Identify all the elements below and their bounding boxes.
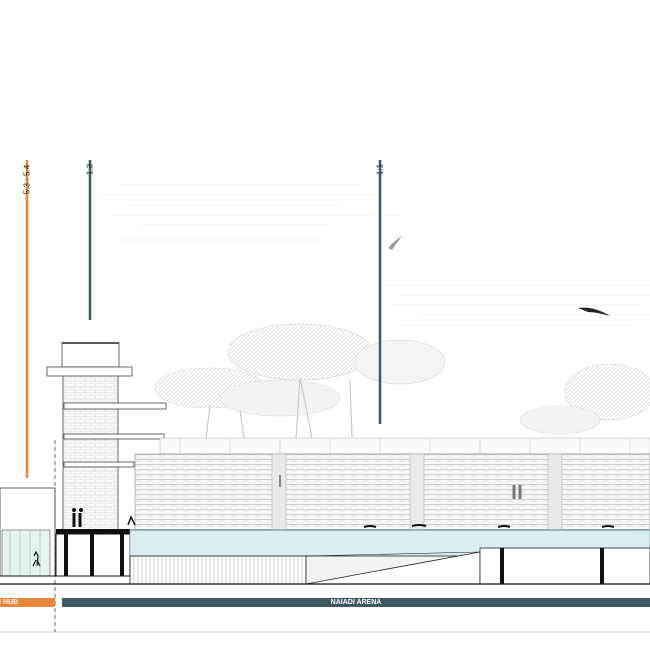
swimmer-icon <box>601 525 615 528</box>
zone-label-arena: NAIADI ARENA <box>330 599 382 606</box>
person-silhouette-icon <box>72 513 82 527</box>
section-marker-label-1-3: 1.3 <box>85 163 95 176</box>
swimmer-icon <box>497 525 511 528</box>
zone-band-hub: DI HUB <box>0 598 55 607</box>
seagull-icon <box>388 236 402 250</box>
grandstand-seating <box>134 453 650 531</box>
zone-label-hub: DI HUB <box>0 599 19 606</box>
section-marker-label-1-1: 1.1 <box>375 163 385 176</box>
section-marker-label-5-3-5-4: 5.3 - 5.4 <box>22 164 32 195</box>
background-sky-texture <box>100 184 650 326</box>
hub-building <box>0 487 56 577</box>
pool-substructure <box>0 547 650 585</box>
swimmer-icon <box>411 524 427 527</box>
arena-roof <box>159 437 650 455</box>
swimmer-icon <box>363 525 377 528</box>
background-trees <box>154 323 650 439</box>
bird-icon <box>578 307 610 316</box>
diving-tower <box>46 342 167 531</box>
person-silhouette-icon <box>127 515 136 526</box>
zone-band-arena: NAIADI ARENA <box>62 598 650 607</box>
spectator-silhouette-icon <box>512 485 522 499</box>
pool-deck <box>55 508 136 577</box>
person-silhouette-icon <box>32 550 41 567</box>
ground-lines <box>0 575 650 633</box>
